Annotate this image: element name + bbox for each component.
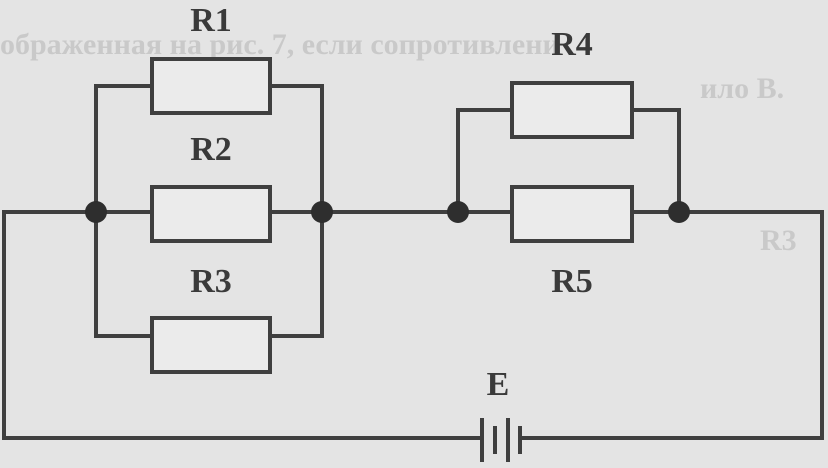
junction-node-c xyxy=(447,201,469,223)
resistor-r2 xyxy=(150,185,272,243)
resistor-r5 xyxy=(510,185,634,243)
resistor-r3 xyxy=(150,316,272,374)
wires xyxy=(2,84,824,440)
wire-r4-right xyxy=(630,108,681,214)
wire-left-return xyxy=(2,210,480,440)
label-r4: R4 xyxy=(551,26,593,63)
wire-r3-right xyxy=(268,210,324,338)
wire-r1-left xyxy=(94,84,154,214)
resistors xyxy=(150,57,634,374)
ghost-text-fragment: R3 xyxy=(760,224,797,257)
label-r3: R3 xyxy=(190,263,232,300)
label-r1: R1 xyxy=(190,2,232,39)
junction-node-a xyxy=(85,201,107,223)
wire-r1-right xyxy=(268,84,324,214)
junction-node-d xyxy=(668,201,690,223)
wire-r4-left xyxy=(456,108,514,214)
junction-node-b xyxy=(311,201,333,223)
label-r5: R5 xyxy=(551,263,593,300)
ghost-text-line-1: ображенная на рис. 7, если сопротивлени xyxy=(0,28,560,61)
wire-r3-left xyxy=(94,210,154,338)
label-source-e: E xyxy=(487,366,510,403)
resistor-r1 xyxy=(150,57,272,115)
label-r2: R2 xyxy=(190,131,232,168)
junction-nodes xyxy=(85,201,690,223)
resistor-r4 xyxy=(510,81,634,139)
ghost-text-line-2: ило В. xyxy=(700,72,784,105)
wire-right-return xyxy=(520,210,824,440)
battery-symbol xyxy=(480,418,522,462)
bleed-through-text: ображенная на рис. 7, если сопротивлени … xyxy=(0,28,797,257)
